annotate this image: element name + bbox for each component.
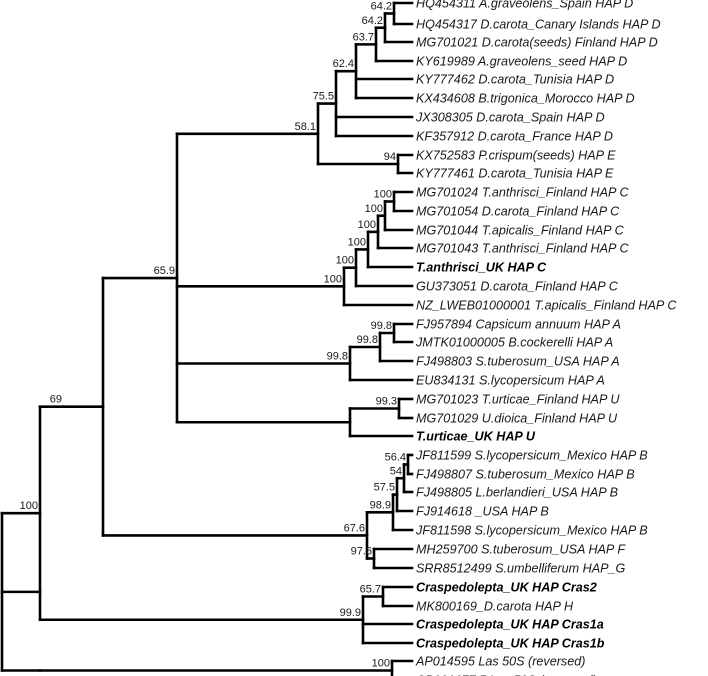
leaf-label: FJ914618 _USA HAP B xyxy=(416,505,549,519)
leaf-label: Craspedolepta_UK HAP Cras1b xyxy=(416,637,605,651)
bootstrap-value: 75.5 xyxy=(313,91,334,103)
leaf-label: MG701029 U.dioica_Finland HAP U xyxy=(416,412,618,426)
bootstrap-labels: 64.2 64.2 63.7 62.4 75.5 94 58.1 100 100 100 100 10… xyxy=(20,1,406,670)
leaf-label: T.anthrisci_UK HAP C xyxy=(416,261,547,275)
bootstrap-value: 100 xyxy=(336,255,354,267)
leaf-label: MG701021 D.carota(seeds) Finland HAP D xyxy=(416,36,658,50)
leaf-label: MG701044 T.apicalis_Finland HAP C xyxy=(416,224,625,238)
bootstrap-value: 100 xyxy=(348,236,366,248)
leaf-label: FJ498803 S.tuberosum_USA HAP A xyxy=(416,355,620,369)
bootstrap-value: 99.8 xyxy=(371,320,392,332)
leaf-label: CP001677.5 Las 50S (reversed) xyxy=(416,674,597,676)
leaf-label: MG701024 T.anthrisci_Finland HAP C xyxy=(416,186,629,200)
leaf-label: JX308305 D.carota_Spain HAP D xyxy=(415,111,605,125)
leaf-label: AP014595 Las 50S (reversed) xyxy=(415,655,585,669)
leaf-label: GU373051 D.carota_Finland HAP C xyxy=(416,280,619,294)
leaf-label: FJ498807 S.tuberosum_Mexico HAP B xyxy=(416,468,635,482)
leaf-label: MG701043 T.anthrisci_Finland HAP C xyxy=(416,242,629,256)
bootstrap-value: 99.3 xyxy=(376,396,397,408)
bootstrap-value: 100 xyxy=(358,219,376,231)
bootstrap-value: 58.1 xyxy=(295,121,316,133)
tree-branches xyxy=(0,1,414,676)
bootstrap-value: 100 xyxy=(372,658,390,670)
leaf-label: HQ454311 A.graveolens_Spain HAP D xyxy=(416,0,633,11)
bootstrap-value: 99.8 xyxy=(357,334,378,346)
bootstrap-value: 64.2 xyxy=(362,15,383,27)
leaf-label: KX752583 P.crispum(seeds) HAP E xyxy=(416,149,616,163)
bootstrap-value: 65.9 xyxy=(154,265,175,277)
leaf-label: MK800169_D.carota HAP H xyxy=(416,600,574,614)
leaf-label: KY619989 A.graveolens_seed HAP D xyxy=(416,55,627,69)
leaf-label: KY777461 D.carota_Tunisia HAP E xyxy=(416,167,614,181)
leaf-label: JMTK01000005 B.cockerelli HAP A xyxy=(415,336,613,350)
leaf-label: MG701023 T.urticae_Finland HAP U xyxy=(416,393,620,407)
bootstrap-value: 100 xyxy=(374,189,392,201)
leaf-labels: HQ454311 A.graveolens_Spain HAP D HQ45431… xyxy=(415,0,677,676)
leaf-label: MG701054 D.carota_Finland HAP C xyxy=(416,205,620,219)
bootstrap-value: 100 xyxy=(365,203,383,215)
bootstrap-value: 99.8 xyxy=(327,351,348,363)
leaf-label: NZ_LWEB01000001 T.apicalis_Finland HAP C xyxy=(416,299,677,313)
leaf-label: KX434608 B.trigonica_Morocco HAP D xyxy=(416,92,635,106)
leaf-label: T.urticae_UK HAP U xyxy=(416,430,536,444)
leaf-label: FJ957894 Capsicum annuum HAP A xyxy=(416,318,621,332)
leaf-label: MH259700 S.tuberosum_USA HAP F xyxy=(416,543,626,557)
leaf-label: Craspedolepta_UK HAP Cras1a xyxy=(416,618,604,632)
bootstrap-value: 57.5 xyxy=(374,482,395,494)
leaf-label: JF811599 S.lycopersicum_Mexico HAP B xyxy=(415,449,648,463)
bootstrap-value: 67.6 xyxy=(344,522,365,534)
bootstrap-value: 100 xyxy=(20,500,38,512)
leaf-label: KY777462 D.carota_Tunisia HAP D xyxy=(416,73,614,87)
leaf-label: JF811598 S.lycopersicum_Mexico HAP B xyxy=(415,524,648,538)
bootstrap-value: 98.9 xyxy=(370,499,391,511)
bootstrap-value: 99.9 xyxy=(340,607,361,619)
bootstrap-value: 63.7 xyxy=(353,31,374,43)
bootstrap-value: 56.4 xyxy=(385,452,406,464)
leaf-label: Craspedolepta_UK HAP Cras2 xyxy=(416,581,597,595)
leaf-label: KF357912 D.carota_France HAP D xyxy=(416,130,613,144)
leaf-label: FJ498805 L.berlandieri_USA HAP B xyxy=(416,486,618,500)
bootstrap-value: 65.7 xyxy=(360,584,381,596)
bootstrap-value: 100 xyxy=(324,273,342,285)
bootstrap-value: 97.6 xyxy=(351,546,372,558)
bootstrap-value: 94 xyxy=(384,151,396,163)
bootstrap-value: 69 xyxy=(50,394,62,406)
leaf-label: EU834131 S.lycopersicum HAP A xyxy=(416,374,605,388)
bootstrap-value: 62.4 xyxy=(333,58,354,70)
leaf-label: HQ454317 D.carota_Canary Islands HAP D xyxy=(416,18,661,32)
bootstrap-value: 64.2 xyxy=(371,1,392,13)
leaf-label: SRR8512499 S.umbelliferum HAP_G xyxy=(416,562,626,576)
bootstrap-value: 54 xyxy=(390,465,402,477)
